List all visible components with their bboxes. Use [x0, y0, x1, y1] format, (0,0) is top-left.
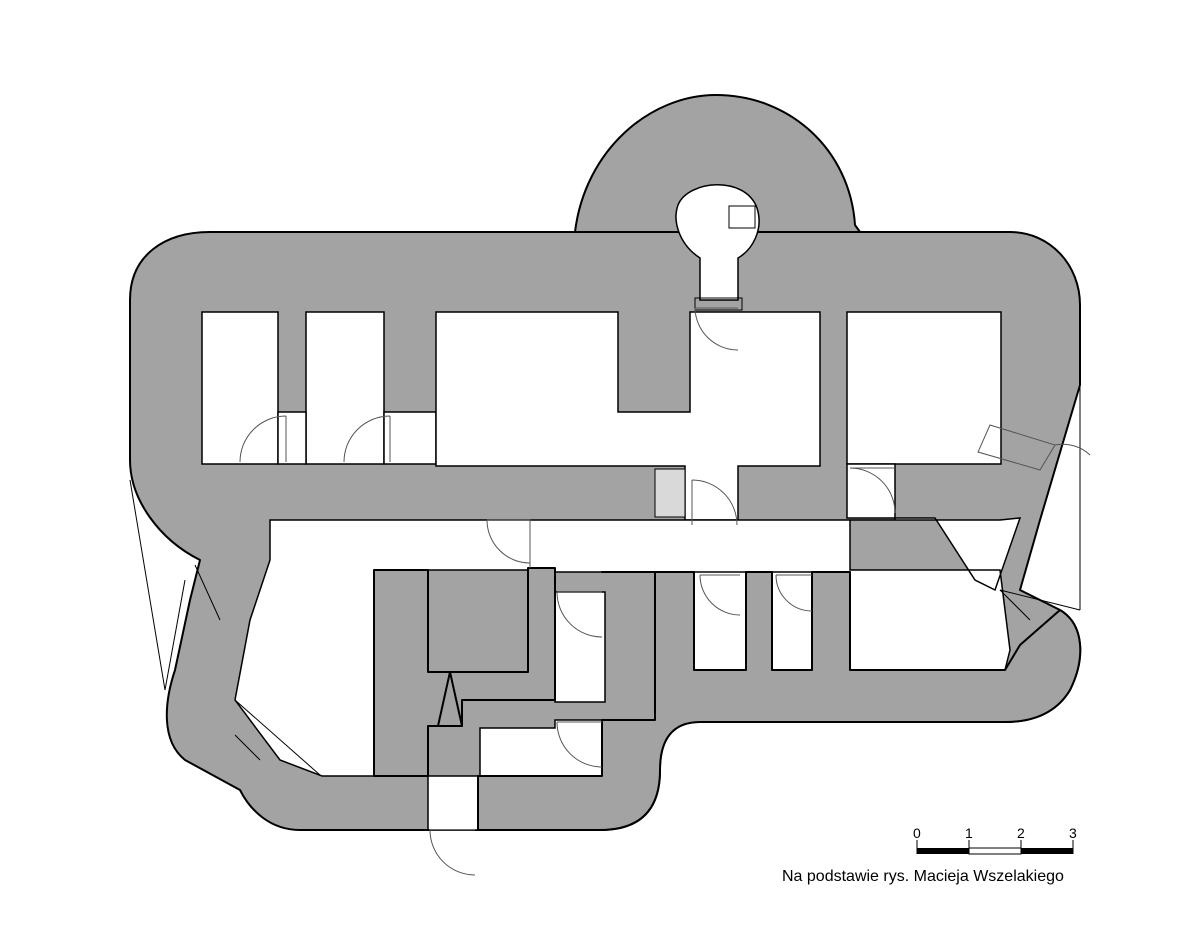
- highlight-cell: [654, 468, 686, 518]
- drawing-credit: Na podstawie rys. Macieja Wszelakiego: [782, 868, 1064, 885]
- doors: [239, 307, 1091, 876]
- scale-bar: 0 1 2 3: [913, 825, 1077, 855]
- embrasure-lines: [129, 385, 1081, 776]
- scale-tick-3: 3: [1069, 825, 1077, 841]
- rooms: [201, 311, 1022, 831]
- scale-tick-0: 0: [913, 825, 921, 841]
- room-ne: [846, 311, 1002, 465]
- scale-tick-2: 2: [1017, 825, 1025, 841]
- side-passage: [554, 591, 606, 703]
- internal-walls: [373, 567, 1082, 831]
- scale-tick-1: 1: [965, 825, 973, 841]
- periscope-base: [728, 205, 756, 229]
- observation-shaft: [675, 184, 760, 311]
- room-nw-1: [201, 311, 279, 465]
- shaft-hatch: [694, 297, 743, 311]
- room-nw-2: [305, 311, 385, 465]
